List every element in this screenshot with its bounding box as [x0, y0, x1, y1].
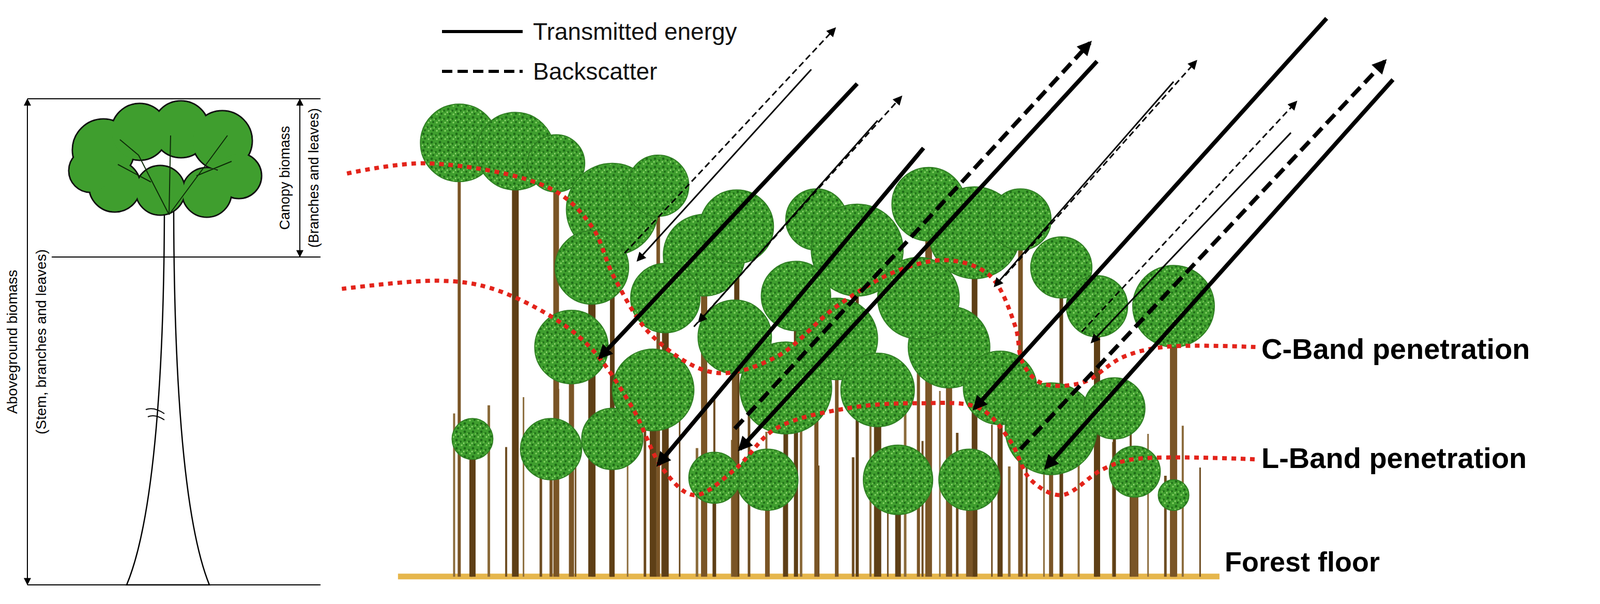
band-label: L-Band penetration: [1261, 441, 1527, 475]
transmitted-arrow: [600, 83, 858, 358]
solid-line-sample: [442, 29, 523, 34]
floor-label: Forest floor: [1224, 545, 1380, 578]
tree-crown: [1109, 446, 1161, 498]
tree-crown: [555, 230, 629, 304]
dimension-arrow: [299, 99, 301, 256]
backscatter-arrow: [1020, 61, 1385, 449]
tree-crown: [1066, 275, 1128, 337]
crown-branches: [117, 135, 232, 215]
tree-crown: [1083, 377, 1145, 439]
tree-crown: [938, 449, 1000, 511]
tree-crown: [863, 445, 933, 515]
tree-trunk: [511, 166, 519, 577]
tree-trunk: [678, 406, 681, 577]
tree-crown: [1132, 265, 1215, 347]
dimension-label: Canopy biomass: [277, 125, 294, 230]
tree-trunk: [126, 201, 210, 585]
radar-arrows: [600, 18, 1394, 468]
tree-trunk: [799, 423, 803, 577]
transmitted-arrow: [1091, 132, 1291, 343]
tree-crown: [520, 418, 582, 480]
legend-row: Transmitted energy: [440, 16, 738, 48]
transmitted-arrow: [739, 61, 1097, 449]
tree-crown: [451, 418, 493, 460]
tree-crowns: [420, 103, 1215, 515]
tree-crown: [688, 451, 740, 504]
tree-trunk: [649, 406, 657, 577]
backscatter-arrow: [693, 97, 902, 327]
dimension-label: Aboveground biomass: [4, 269, 21, 415]
tree-trunk: [734, 241, 740, 577]
backscatter-arrow: [1004, 61, 1196, 276]
legend-text: Transmitted energy: [532, 17, 738, 46]
dimension-label: (Branches and leaves): [306, 108, 323, 248]
tree-trunk: [1008, 466, 1011, 577]
tree-trunk: [834, 355, 839, 577]
transmitted-arrow: [637, 69, 812, 261]
tree-crown: [699, 189, 774, 264]
extension-line: [27, 98, 321, 100]
tree-trunk: [851, 456, 855, 577]
tree-crown: [627, 155, 689, 217]
dimension-label: (Stem, branches and leaves): [33, 249, 50, 435]
tree-trunk: [627, 464, 629, 577]
penetration-curve: [346, 163, 1257, 387]
tree-trunk: [505, 447, 508, 577]
tree-trunks: [453, 158, 1200, 577]
tree-trunk: [1169, 322, 1178, 577]
forest: [398, 103, 1220, 579]
schematic-tree: [68, 100, 262, 585]
dashed-line-sample: [442, 69, 523, 73]
band-label: C-Band penetration: [1261, 332, 1531, 366]
tree-trunk: [522, 397, 525, 577]
tree-trunk: [1170, 500, 1177, 577]
tree-trunk: [1113, 420, 1117, 577]
dimension-lines: [27, 98, 321, 585]
tree-trunk: [1043, 458, 1045, 577]
tree-trunk: [1199, 467, 1201, 577]
transmitted-arrow: [995, 81, 1174, 286]
legend-sample: [440, 16, 524, 48]
tree-crown: [1157, 479, 1189, 511]
tree-crown: [877, 256, 960, 339]
tree-crown: [68, 100, 262, 218]
tree-trunk: [469, 447, 476, 577]
tree-branch: [145, 408, 165, 420]
extension-line: [27, 584, 321, 586]
legend-sample: [440, 55, 524, 87]
tree-trunk: [457, 158, 461, 577]
dimension-arrow: [26, 99, 28, 584]
tree-trunk: [1093, 318, 1101, 577]
legend-text: Backscatter: [532, 57, 658, 86]
legend-row: Backscatter: [440, 55, 658, 87]
transmitted-arrow: [658, 147, 924, 465]
backscatter-arrow: [1081, 101, 1297, 332]
transmitted-arrow: [1045, 79, 1393, 468]
tree-crown: [841, 353, 915, 427]
backscatter-arrow: [734, 42, 1090, 429]
tree-crown: [534, 310, 608, 384]
backscatter-arrow: [624, 28, 835, 253]
tree-trunk: [1077, 450, 1080, 577]
tree-crown: [989, 188, 1051, 250]
extension-line: [51, 256, 321, 258]
